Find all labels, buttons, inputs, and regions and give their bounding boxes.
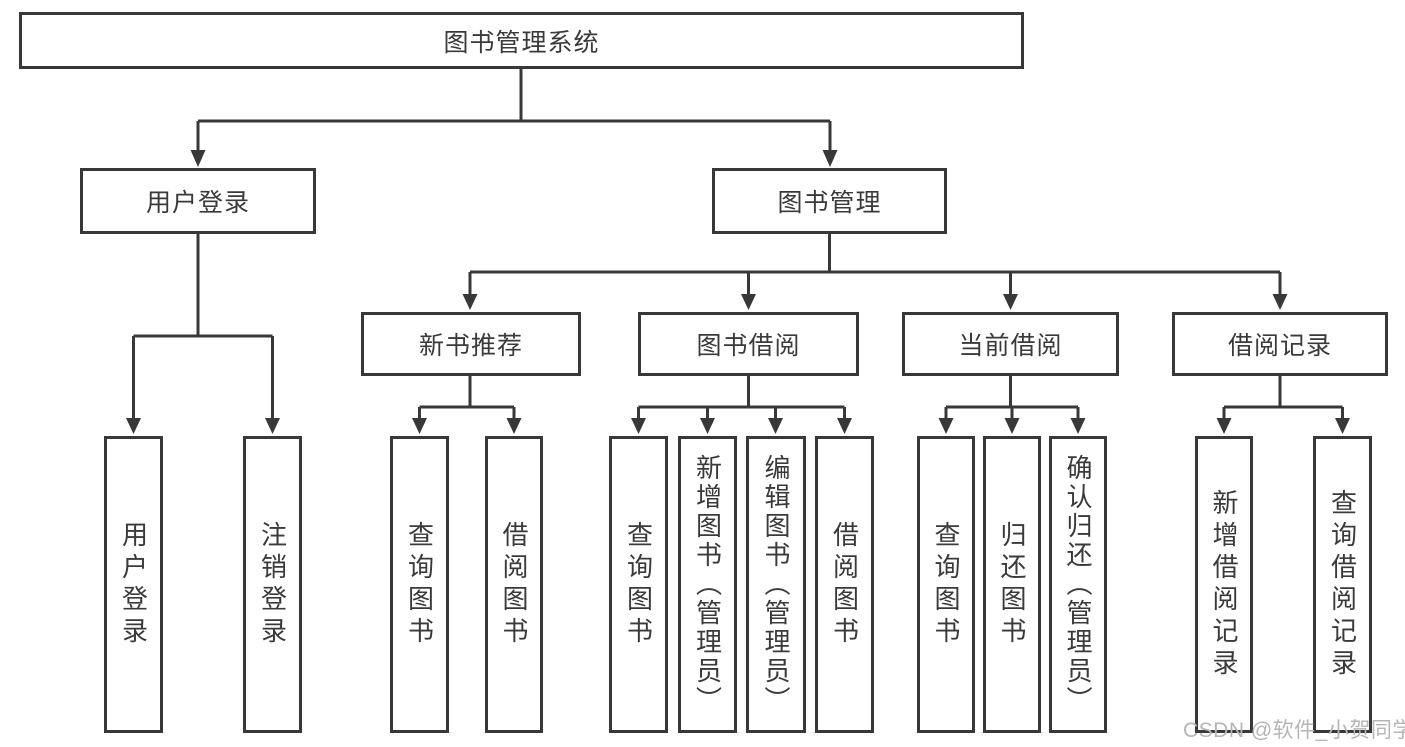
node-current-borrow: 当前借阅: [902, 312, 1119, 376]
node-borrow-records-label: 借阅记录: [1227, 332, 1332, 360]
node-book-mgmt: 图书管理: [712, 168, 947, 234]
arrow-down-icon: [938, 418, 954, 434]
node-book-borrow: 图书借阅: [638, 312, 859, 376]
node-user-login: 用户登录: [80, 168, 316, 234]
arrow-down-icon: [768, 418, 783, 434]
csdn-watermark: CSDN @软件_小贺同学: [1183, 719, 1405, 742]
leaf-label: 借阅图书: [829, 520, 860, 649]
node-borrow-records: 借阅记录: [1172, 312, 1388, 376]
arrow-down-icon: [506, 418, 522, 434]
arrowheads: [126, 150, 1350, 434]
leaf-label: 注销登录: [257, 520, 288, 649]
leaf-query-books-1: 查询图书: [390, 436, 449, 733]
arrow-down-icon: [631, 418, 646, 434]
arrow-down-icon: [1216, 418, 1232, 434]
connector-records: [1222, 376, 1344, 420]
arrow-down-icon: [462, 294, 478, 310]
leaf-query-books-3: 查询图书: [917, 436, 975, 733]
node-root-label: 图书管理系统: [443, 28, 600, 57]
connector-login: [132, 234, 274, 420]
arrow-down-icon: [1004, 418, 1020, 434]
leaf-query-books-2: 查询图书: [609, 436, 668, 733]
connector-borrow: [637, 376, 846, 420]
connector-root: [196, 69, 832, 152]
leaf-label: 新增借阅记录: [1209, 488, 1239, 681]
leaf-label: 用户登录: [118, 520, 149, 649]
arrow-down-icon: [741, 294, 756, 310]
leaf-label: 查询图书: [931, 520, 961, 649]
connector-current: [944, 376, 1080, 420]
arrow-down-icon: [1272, 294, 1288, 310]
arrow-down-icon: [265, 418, 280, 434]
leaf-user-login: 用户登录: [104, 436, 163, 733]
arrow-down-icon: [412, 418, 427, 434]
leaf-add-borrow-record: 新增借阅记录: [1195, 436, 1253, 733]
node-current-borrow-label: 当前借阅: [958, 332, 1063, 360]
leaf-label: 归还图书: [997, 520, 1027, 649]
arrow-down-icon: [1070, 418, 1086, 434]
node-book-mgmt-label: 图书管理: [777, 189, 882, 217]
node-new-book-recommend: 新书推荐: [361, 312, 581, 376]
leaf-label: 查询借阅记录: [1327, 488, 1358, 681]
connector-mgmt: [468, 234, 1282, 296]
leaf-borrow-books-2: 借阅图书: [815, 436, 874, 733]
leaf-label: 借阅图书: [499, 520, 529, 649]
leaf-return-books: 归还图书: [983, 436, 1041, 733]
leaf-add-books-admin: 新增图书（管理员）: [678, 436, 737, 733]
arrow-down-icon: [700, 418, 715, 434]
arrow-down-icon: [1335, 418, 1350, 434]
arrow-down-icon: [1003, 294, 1018, 310]
arrow-down-icon: [126, 418, 141, 434]
arrow-down-icon: [837, 418, 852, 434]
node-user-login-label: 用户登录: [145, 189, 250, 217]
leaf-label: 查询图书: [404, 520, 435, 649]
leaf-edit-books-admin: 编辑图书（管理员）: [746, 436, 806, 733]
node-root: 图书管理系统: [19, 12, 1024, 69]
leaf-logout: 注销登录: [243, 436, 302, 733]
leaf-query-borrow-record: 查询借阅记录: [1313, 436, 1372, 733]
arrow-down-icon: [822, 150, 838, 167]
arrow-down-icon: [190, 150, 206, 167]
leaf-label: 确认归还（管理员）: [1063, 454, 1093, 715]
leaf-label: 编辑图书（管理员）: [761, 454, 791, 715]
leaf-label: 新增图书（管理员）: [692, 454, 723, 715]
node-book-borrow-label: 图书借阅: [696, 332, 801, 360]
connector-recommend: [418, 376, 516, 420]
leaf-borrow-books-1: 借阅图书: [485, 436, 543, 733]
node-new-book-recommend-label: 新书推荐: [418, 332, 523, 360]
leaf-confirm-return-admin: 确认归还（管理员）: [1049, 436, 1107, 733]
leaf-label: 查询图书: [623, 520, 654, 649]
